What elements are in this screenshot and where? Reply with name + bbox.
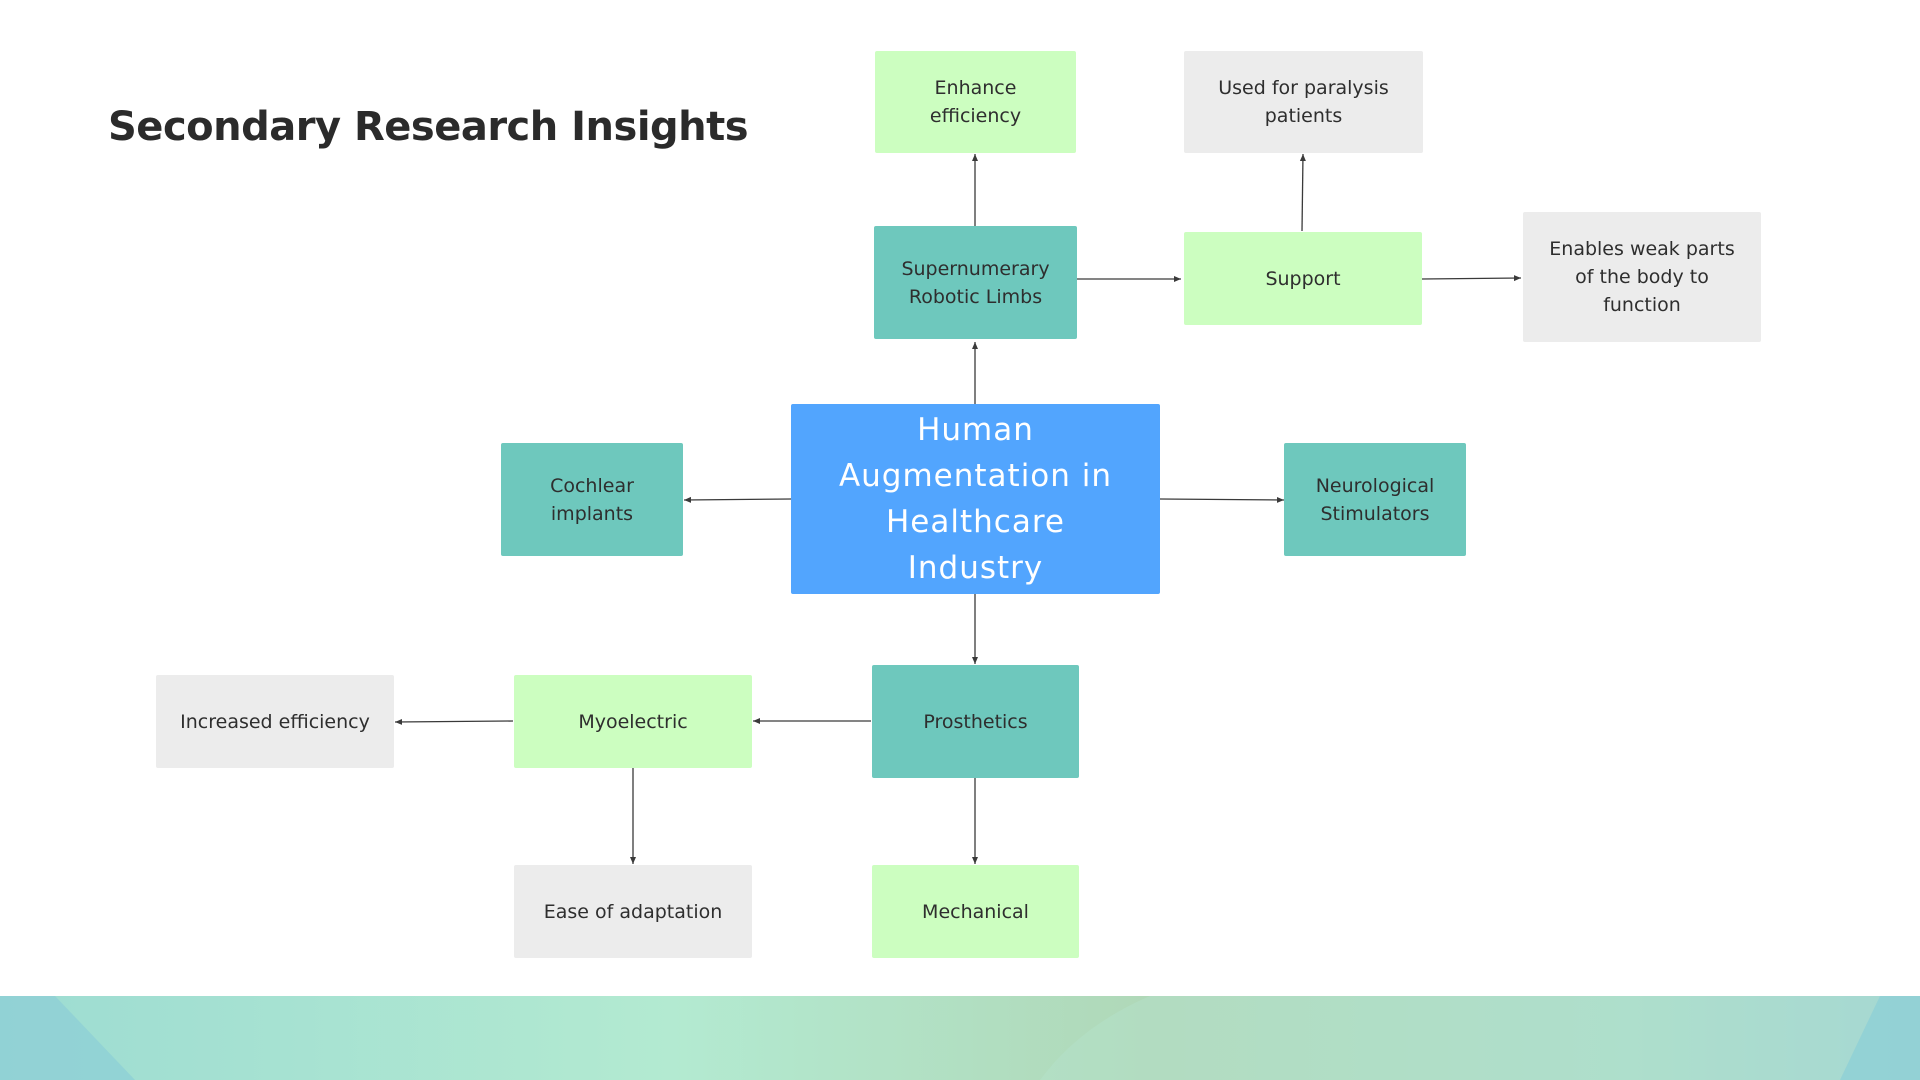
node-support: Support	[1184, 232, 1422, 325]
node-myoelectric: Myoelectric	[514, 675, 752, 768]
slide-title: Secondary Research Insights	[108, 104, 749, 150]
node-weak-parts: Enables weak parts of the body to functi…	[1523, 212, 1761, 342]
node-prosthetics: Prosthetics	[872, 665, 1079, 778]
node-mechanical: Mechanical	[872, 865, 1079, 958]
footer-wave-graphic	[0, 996, 1920, 1080]
node-enhance-efficiency: Enhance efficiency	[875, 51, 1076, 153]
node-neurological-stimulators: Neurological Stimulators	[1284, 443, 1466, 556]
footer-decorative-band	[0, 996, 1920, 1080]
edge-support-to-weak-parts	[1421, 275, 1522, 282]
node-cochlear-implants: Cochlear implants	[501, 443, 683, 556]
edge-support-to-paralysis	[1299, 153, 1306, 232]
edge-center-to-cochlear	[683, 496, 792, 503]
edge-myoelectric-to-increased	[394, 718, 514, 725]
edge-center-to-neurological	[1159, 496, 1285, 503]
node-paralysis-patients: Used for paralysis patients	[1184, 51, 1423, 153]
node-increased-efficiency: Increased efficiency	[156, 675, 394, 768]
node-human-augmentation: Human Augmentation in Healthcare Industr…	[791, 404, 1160, 594]
node-supernumerary-robotic-limbs: Supernumerary Robotic Limbs	[874, 226, 1077, 339]
node-ease-of-adaptation: Ease of adaptation	[514, 865, 752, 958]
